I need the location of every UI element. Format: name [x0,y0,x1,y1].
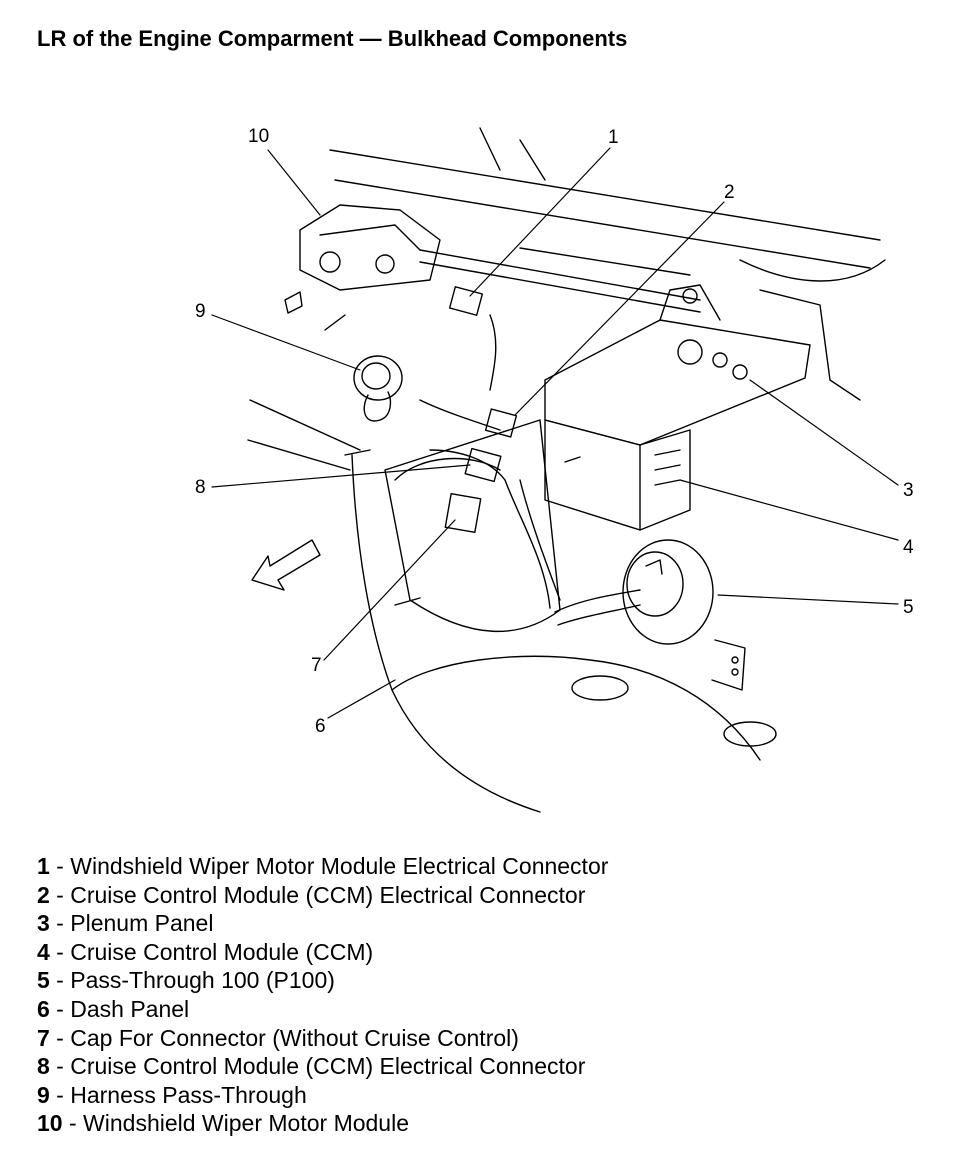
legend-item: 7 - Cap For Connector (Without Cruise Co… [37,1024,608,1053]
callout-7: 7 [311,655,322,676]
legend-number: 6 [37,995,50,1022]
harness-pass-through [353,355,403,422]
legend-item: 9 - Harness Pass-Through [37,1081,608,1110]
dash-panel [351,419,777,813]
callout-2: 2 [724,182,735,203]
wiring-harness [419,314,641,626]
legend-text: Windshield Wiper Motor Module [83,1110,409,1137]
legend-separator: - [49,938,71,965]
legend-text: Harness Pass-Through [70,1081,307,1108]
legend-separator: - [49,995,71,1022]
legend-text: Cruise Control Module (CCM) [70,938,374,965]
callout-4: 4 [903,537,914,558]
legend-text: Pass-Through 100 (P100) [70,967,335,994]
legend-separator: - [49,967,71,994]
legend-number: 7 [37,1024,50,1051]
legend-number: 9 [37,1081,50,1108]
legend-number: 10 [37,1110,63,1137]
legend-item: 10 - Windshield Wiper Motor Module [37,1109,608,1138]
legend-item: 8 - Cruise Control Module (CCM) Electric… [37,1052,608,1081]
legend-number: 5 [37,967,50,994]
legend-number: 2 [37,881,50,908]
callout-6: 6 [315,716,326,737]
legend-text: Cruise Control Module (CCM) Electrical C… [70,881,586,908]
component-legend: 1 - Windshield Wiper Motor Module Electr… [37,852,608,1138]
legend-number: 8 [37,1053,50,1080]
callout-5: 5 [903,597,914,618]
page-title: LR of the Engine Comparment — Bulkhead C… [37,26,628,51]
legend-item: 5 - Pass-Through 100 (P100) [37,966,608,995]
callout-8: 8 [195,477,206,498]
legend-text: Plenum Panel [70,910,214,937]
pass-through-p100 [622,539,746,691]
legend-item: 2 - Cruise Control Module (CCM) Electric… [37,881,608,910]
plenum-panel [544,284,811,446]
legend-separator: - [49,1024,71,1051]
legend-separator: - [62,1110,84,1137]
cowl-structure [247,127,886,471]
callout-1: 1 [608,127,619,148]
leader-lines [211,147,899,719]
callout-3: 3 [903,480,914,501]
legend-number: 3 [37,910,50,937]
connectors [444,286,518,534]
legend-text: Windshield Wiper Motor Module Electrical… [70,853,609,879]
legend-separator: - [49,1053,71,1080]
callout-10: 10 [248,126,270,147]
legend-separator: - [49,1081,71,1108]
fasteners [284,291,581,606]
legend-item: 1 - Windshield Wiper Motor Module Electr… [37,852,608,881]
legend-text: Dash Panel [70,995,190,1022]
legend-separator: - [49,853,71,879]
legend-text: Cap For Connector (Without Cruise Contro… [70,1024,519,1051]
front-direction-arrow [251,539,321,591]
legend-item: 4 - Cruise Control Module (CCM) [37,938,608,967]
callout-9: 9 [195,301,206,322]
legend-separator: - [49,881,71,908]
bulkhead-diagram [211,127,899,813]
wiper-motor-module [299,204,701,313]
legend-number: 4 [37,938,50,965]
legend-text: Cruise Control Module (CCM) Electrical C… [70,1053,586,1080]
legend-number: 1 [37,853,50,879]
legend-item: 6 - Dash Panel [37,995,608,1024]
cruise-control-module [544,419,691,531]
legend-item: 3 - Plenum Panel [37,909,608,938]
legend-separator: - [49,910,71,937]
